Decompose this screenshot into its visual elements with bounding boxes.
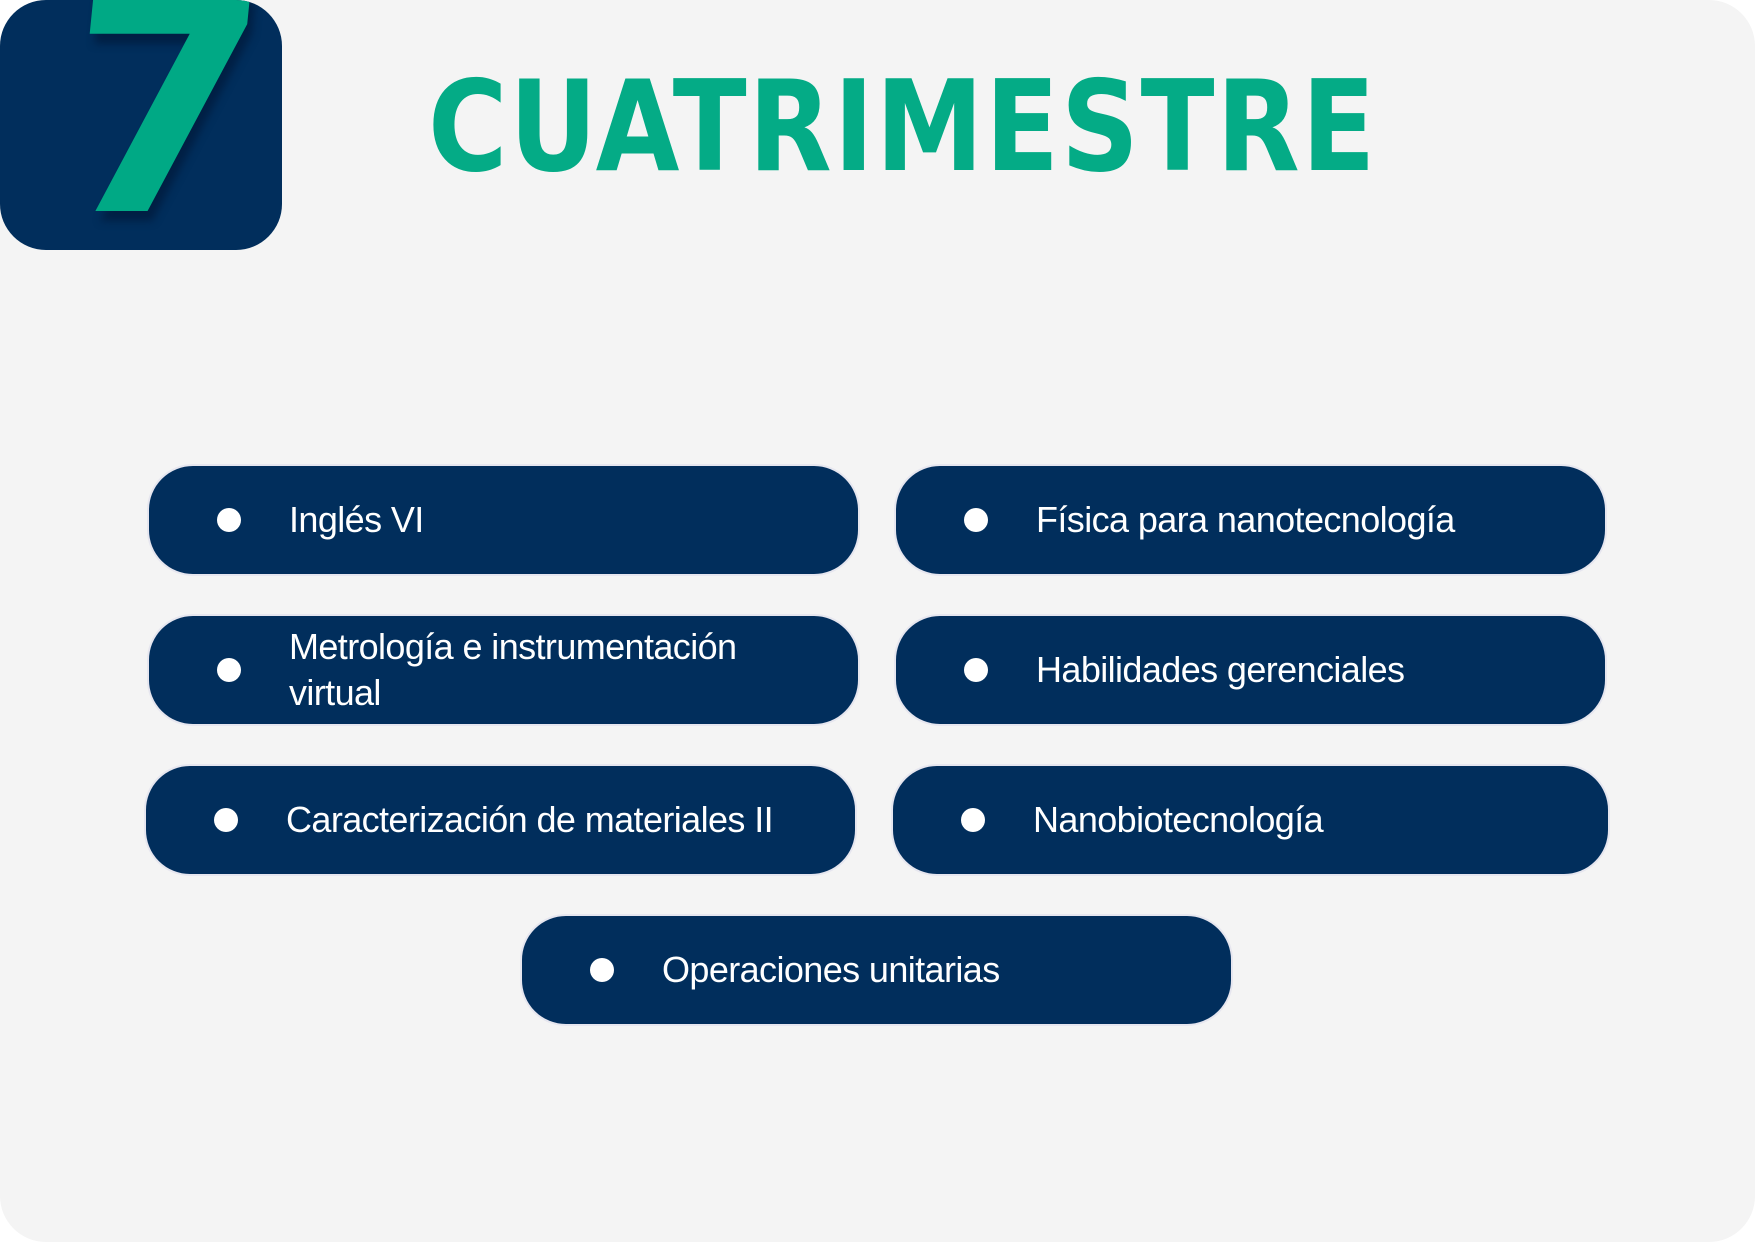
bullet-icon (214, 808, 238, 832)
subject-label: Habilidades gerenciales (1036, 649, 1405, 690)
subject-label: Nanobiotecnología (1033, 799, 1324, 840)
subject-label: Inglés VI (289, 499, 424, 540)
bullet-icon (217, 508, 241, 532)
bullet-icon (964, 658, 988, 682)
bullet-icon (217, 658, 241, 682)
subject-item: Operaciones unitarias (520, 914, 1233, 1026)
subject-item: Nanobiotecnología (891, 764, 1610, 876)
subject-item: Física para nanotecnología (894, 464, 1607, 576)
subject-item: Habilidades gerenciales (894, 614, 1607, 726)
subject-label: Metrología e instrumentación virtual (289, 626, 737, 713)
bullet-icon (961, 808, 985, 832)
semester-number-badge: 7 (0, 0, 282, 250)
subject-label: Caracterización de materiales II (286, 799, 774, 840)
semester-number: 7 (45, 0, 280, 250)
subject-label: Operaciones unitarias (662, 949, 1000, 990)
subject-item: Caracterización de materiales II (144, 764, 857, 876)
subject-item: Inglés VI (147, 464, 860, 576)
bullet-icon (964, 508, 988, 532)
page-title: CUATRIMESTRE (428, 53, 1378, 200)
bullet-icon (590, 958, 614, 982)
subject-item: Metrología e instrumentación virtual (147, 614, 860, 726)
subject-label: Física para nanotecnología (1036, 499, 1455, 540)
